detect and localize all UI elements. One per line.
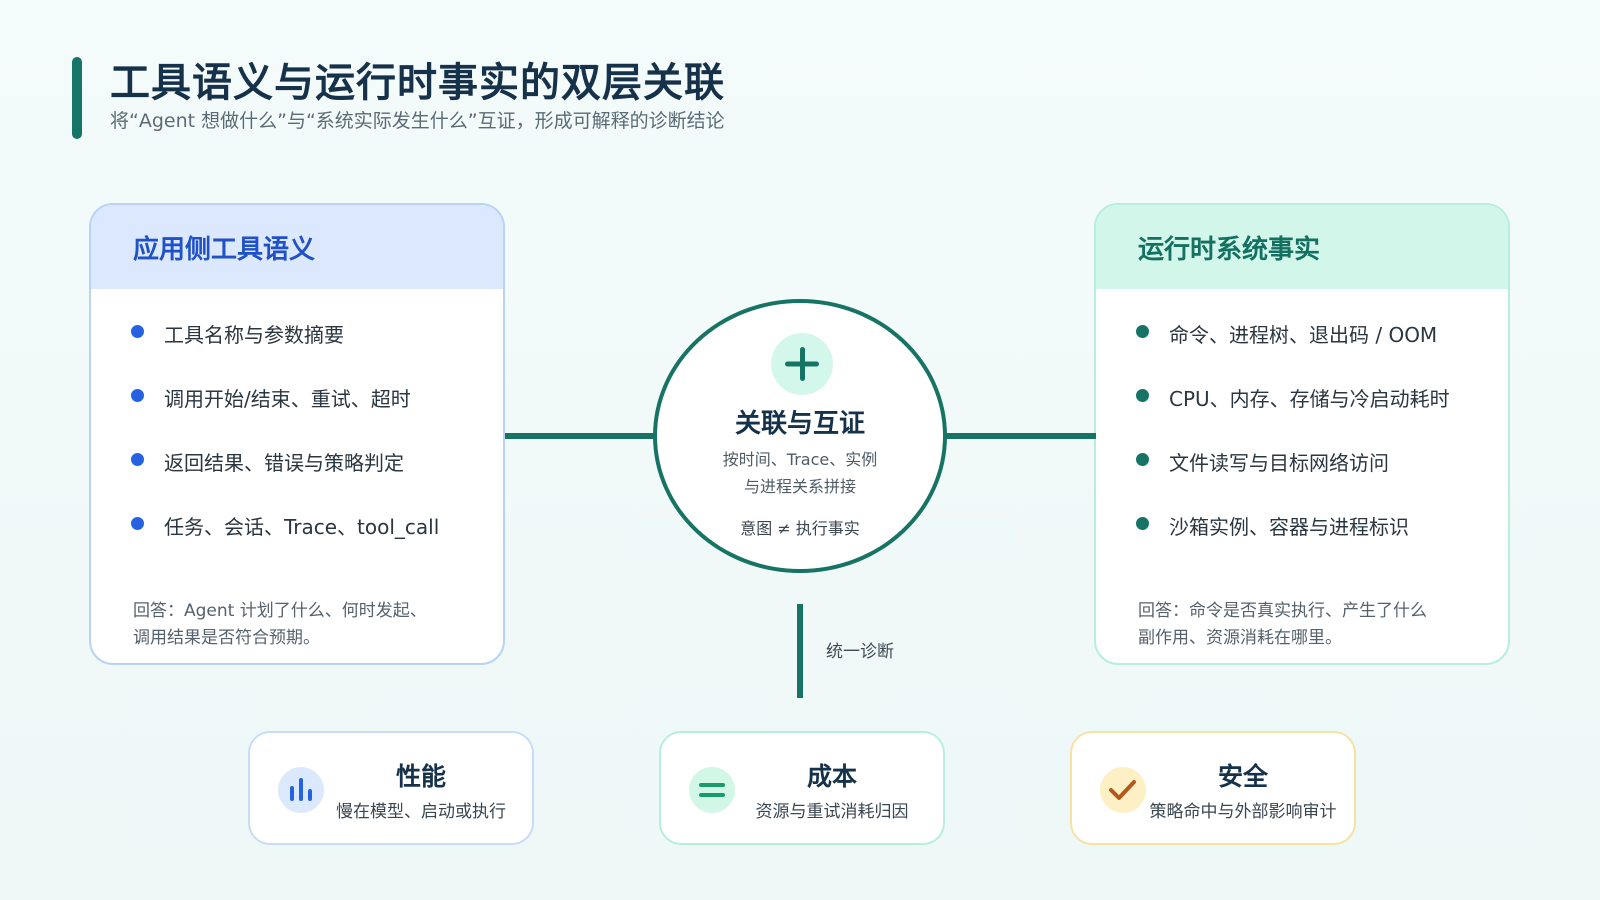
metric-title: 成本 [806, 762, 857, 791]
page-title: 工具语义与运行时事实的双层关联 [110, 60, 725, 106]
list-item: 命令、进程树、退出码 / OOM [1136, 319, 1450, 383]
metric-description: 资源与重试消耗归因 [755, 802, 909, 822]
bullet-dot-icon [131, 325, 144, 338]
performance-card: 性能 慢在模型、启动或执行 [248, 731, 534, 845]
card-title: 应用侧工具语义 [91, 205, 503, 289]
list-item-label: 工具名称与参数摘要 [164, 323, 344, 347]
hub-desc-line: 与进程关系拼接 [743, 477, 856, 496]
bullet-dot-icon [1136, 389, 1149, 402]
correlation-hub: 关联与互证 按时间、Trace、实例 与进程关系拼接 意图 ≠ 执行事实 [653, 299, 947, 573]
bullet-dot-icon [1136, 325, 1149, 338]
plus-icon [771, 333, 833, 395]
item-list: 命令、进程树、退出码 / OOM CPU、内存、存储与冷启动耗时 文件读写与目标… [1136, 319, 1450, 575]
left-connector-line [505, 433, 655, 439]
bar-chart-icon [278, 767, 324, 813]
card-answer: 回答：命令是否真实执行、产生了什么 副作用、资源消耗在哪里。 [1138, 598, 1427, 652]
right-connector-line [946, 433, 1096, 439]
list-item: CPU、内存、存储与冷启动耗时 [1136, 383, 1450, 447]
answer-line: 回答：Agent 计划了什么、何时发起、 [133, 601, 427, 621]
list-item: 文件读写与目标网络访问 [1136, 447, 1450, 511]
list-item-label: 沙箱实例、容器与进程标识 [1169, 515, 1409, 539]
list-item: 沙箱实例、容器与进程标识 [1136, 511, 1450, 575]
bar-chart-icon-svg [290, 778, 312, 801]
card-answer: 回答：Agent 计划了什么、何时发起、 调用结果是否符合预期。 [133, 598, 427, 652]
answer-line: 调用结果是否符合预期。 [133, 628, 320, 648]
list-item-label: 返回结果、错误与策略判定 [164, 451, 404, 475]
equals-icon-svg [699, 783, 725, 797]
hub-note: 意图 ≠ 执行事实 [740, 519, 860, 538]
metric-title: 性能 [395, 762, 446, 791]
connector-label: 统一诊断 [826, 642, 894, 662]
bullet-dot-icon [1136, 517, 1149, 530]
item-list: 工具名称与参数摘要 调用开始/结束、重试、超时 返回结果、错误与策略判定 任务、… [131, 319, 439, 575]
plus-icon-svg [785, 347, 819, 381]
list-item: 工具名称与参数摘要 [131, 319, 439, 383]
list-item-label: 命令、进程树、退出码 / OOM [1169, 323, 1438, 347]
check-icon-svg [1109, 780, 1136, 800]
answer-line: 副作用、资源消耗在哪里。 [1138, 628, 1342, 648]
security-card: 安全 策略命中与外部影响审计 [1070, 731, 1356, 845]
metric-description: 慢在模型、启动或执行 [336, 802, 506, 822]
list-item: 调用开始/结束、重试、超时 [131, 383, 439, 447]
list-item-label: 调用开始/结束、重试、超时 [164, 387, 411, 411]
app-tool-semantics-card: 应用侧工具语义 工具名称与参数摘要 调用开始/结束、重试、超时 返回结果、错误与… [89, 203, 505, 665]
metric-title: 安全 [1217, 762, 1268, 791]
check-icon [1100, 767, 1146, 813]
bullet-dot-icon [131, 517, 144, 530]
answer-line: 回答：命令是否真实执行、产生了什么 [1138, 601, 1427, 621]
hub-description: 按时间、Trace、实例 与进程关系拼接 [657, 446, 943, 500]
equals-icon [689, 767, 735, 813]
list-item: 任务、会话、Trace、tool_call [131, 511, 439, 575]
bullet-dot-icon [131, 389, 144, 402]
list-item: 返回结果、错误与策略判定 [131, 447, 439, 511]
down-connector-line [797, 604, 803, 698]
hub-desc-line: 按时间、Trace、实例 [722, 450, 878, 469]
list-item-label: 文件读写与目标网络访问 [1169, 451, 1389, 475]
bullet-dot-icon [1136, 453, 1149, 466]
bullet-dot-icon [131, 453, 144, 466]
list-item-label: 任务、会话、Trace、tool_call [164, 515, 440, 539]
metric-description: 策略命中与外部影响审计 [1149, 802, 1337, 822]
list-item-label: CPU、内存、存储与冷启动耗时 [1169, 387, 1450, 411]
hub-title: 关联与互证 [734, 409, 865, 439]
runtime-facts-card: 运行时系统事实 命令、进程树、退出码 / OOM CPU、内存、存储与冷启动耗时… [1094, 203, 1510, 665]
card-title: 运行时系统事实 [1096, 205, 1508, 289]
cost-card: 成本 资源与重试消耗归因 [659, 731, 945, 845]
title-accent-bar [72, 57, 82, 139]
page-subtitle: 将“Agent 想做什么”与“系统实际发生什么”互证，形成可解释的诊断结论 [110, 110, 725, 132]
